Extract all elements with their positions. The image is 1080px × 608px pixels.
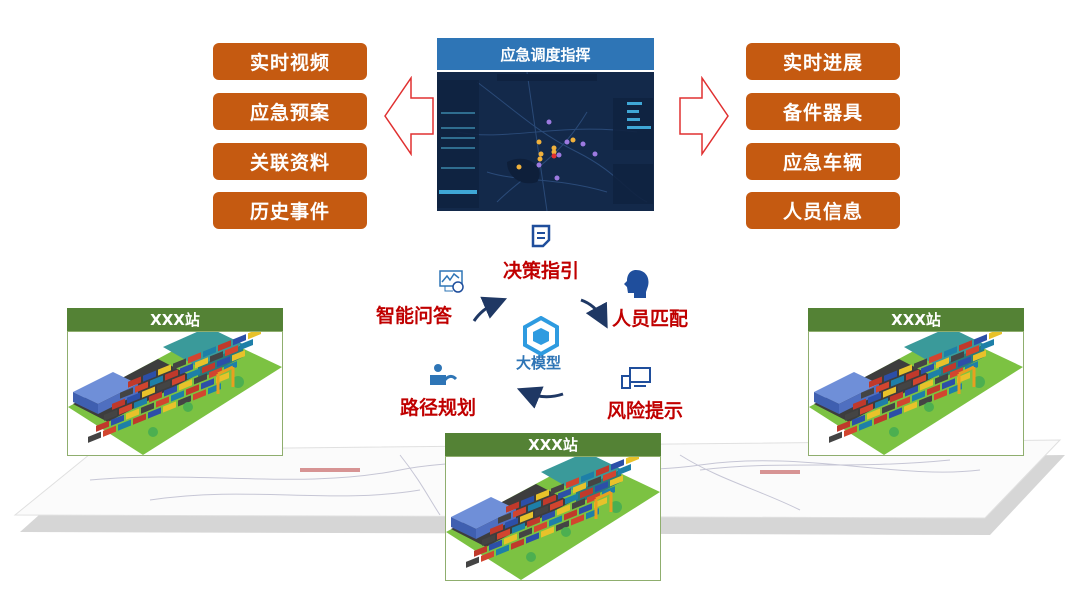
- left-item-realtime-video: 实时视频: [213, 43, 367, 80]
- cycle-item-route-planning: 路径规划: [400, 397, 477, 419]
- cycle-item-decision-guidance: 决策指引: [503, 260, 580, 282]
- arrow-to-route: [516, 386, 564, 409]
- person-head-icon: [624, 270, 649, 298]
- station-right-illustration: [808, 327, 1024, 456]
- right-item-personnel-info: 人员信息: [746, 192, 900, 229]
- right-item-spare-parts: 备件器具: [746, 93, 900, 130]
- right-item-realtime-progress: 实时进展: [746, 43, 900, 80]
- cube-logo-icon: [523, 316, 559, 356]
- dashboard-screenshot: [437, 72, 654, 211]
- arrow-to-decision: [472, 296, 508, 322]
- cycle-item-risk-alert: 风险提示: [607, 400, 684, 422]
- station-center-header: XXX站: [445, 433, 661, 456]
- station-right-header: XXX站: [808, 308, 1024, 331]
- left-item-emergency-plan: 应急预案: [213, 93, 367, 130]
- cycle-center-label: 大模型: [516, 354, 562, 372]
- left-hollow-arrow-icon: [384, 76, 434, 156]
- person-route-icon: [430, 364, 458, 385]
- station-center-illustration: [445, 452, 661, 581]
- devices-icon: [621, 367, 651, 389]
- left-item-related-data: 关联资料: [213, 143, 367, 180]
- document-icon: [531, 224, 551, 248]
- station-left-illustration: [67, 327, 283, 456]
- arrow-to-matching: [580, 298, 608, 329]
- cycle-item-smart-qa: 智能问答: [376, 305, 453, 327]
- station-left-header: XXX站: [67, 308, 283, 331]
- cycle-item-personnel-matching: 人员匹配: [612, 308, 689, 330]
- right-hollow-arrow-icon: [679, 76, 729, 156]
- monitor-chart-icon: [439, 270, 464, 293]
- right-item-emergency-vehicles: 应急车辆: [746, 143, 900, 180]
- left-item-history-events: 历史事件: [213, 192, 367, 229]
- center-panel-title: 应急调度指挥: [437, 38, 654, 70]
